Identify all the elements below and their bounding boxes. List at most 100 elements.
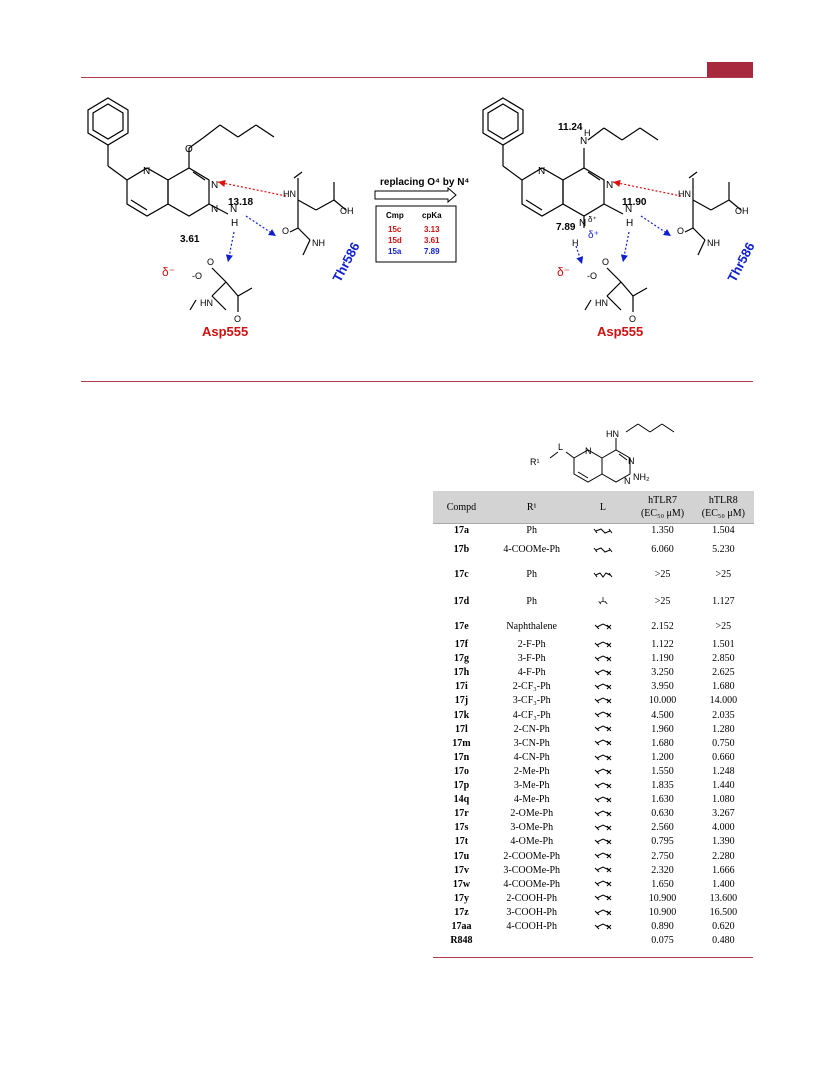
cell-htlr8: 2.625 bbox=[712, 667, 735, 679]
svg-text:13.18: 13.18 bbox=[228, 197, 253, 208]
cell-linker bbox=[574, 694, 633, 708]
cell-compd: 17g bbox=[453, 653, 469, 665]
svg-text:Cmp: Cmp bbox=[386, 211, 404, 220]
linker-icon bbox=[593, 893, 613, 904]
cell-compd: 17o bbox=[453, 765, 469, 777]
left-labels: O N N N N H 13.18 3.61 HN OH O NH O -O δ… bbox=[143, 144, 363, 339]
cell-linker bbox=[574, 638, 633, 652]
cell-linker bbox=[574, 709, 633, 723]
cell-htlr7: 10.900 bbox=[648, 892, 677, 904]
cell-compd: 17z bbox=[454, 906, 469, 918]
svg-text:H: H bbox=[572, 238, 579, 248]
svg-text:H: H bbox=[584, 128, 591, 138]
cell-htlr8: 1.390 bbox=[712, 836, 735, 848]
svg-text:H: H bbox=[626, 218, 633, 229]
cell-r1: 3-CF₃-Ph bbox=[512, 695, 551, 707]
cell-htlr7: 0.630 bbox=[651, 808, 674, 820]
cell-htlr8: >25 bbox=[715, 569, 732, 581]
cell-linker bbox=[574, 878, 633, 892]
cell-compd: 17l bbox=[455, 723, 468, 735]
cell-compd: 17i bbox=[455, 681, 468, 693]
cell-linker bbox=[574, 864, 633, 878]
cell-htlr7: 1.190 bbox=[651, 653, 674, 665]
svg-text:Asp555: Asp555 bbox=[202, 324, 248, 339]
svg-text:δ⁻: δ⁻ bbox=[557, 265, 570, 279]
cell-compd: 17y bbox=[453, 892, 469, 904]
cell-compd: 17aa bbox=[451, 920, 472, 932]
cell-linker bbox=[574, 793, 633, 807]
cell-compd: 17e bbox=[454, 621, 469, 633]
cell-r1: Ph bbox=[526, 596, 537, 608]
svg-text:O: O bbox=[629, 314, 636, 324]
cell-linker bbox=[574, 751, 633, 765]
cell-r1: Naphthalene bbox=[506, 621, 557, 633]
cell-r1 bbox=[490, 934, 574, 948]
cell-linker bbox=[574, 588, 633, 615]
svg-text:N: N bbox=[628, 456, 635, 466]
cell-htlr7: 1.200 bbox=[651, 751, 674, 763]
col-htlr8: hTLR8(EC₅₀ μM) bbox=[692, 491, 754, 524]
cell-htlr7: 0.075 bbox=[651, 935, 674, 947]
cell-r1: 2-F-Ph bbox=[517, 639, 546, 651]
top-rule bbox=[81, 77, 753, 78]
cell-htlr8: 16.500 bbox=[709, 906, 738, 918]
svg-text:Thr586: Thr586 bbox=[329, 240, 362, 285]
linker-icon bbox=[593, 752, 613, 763]
linker-icon bbox=[593, 808, 613, 819]
cell-htlr7: 1.550 bbox=[651, 765, 674, 777]
linker-icon bbox=[593, 780, 613, 791]
cell-htlr7: 3.950 bbox=[651, 681, 674, 693]
svg-text:R¹: R¹ bbox=[530, 457, 540, 467]
cell-htlr7: 1.650 bbox=[651, 878, 674, 890]
cell-htlr7: 2.320 bbox=[651, 864, 674, 876]
svg-text:NH: NH bbox=[707, 238, 720, 248]
cell-compd: 17c bbox=[454, 569, 469, 581]
svg-text:15c: 15c bbox=[388, 225, 402, 234]
cell-linker bbox=[574, 765, 633, 779]
svg-text:3.61: 3.61 bbox=[180, 234, 200, 245]
cell-htlr8: >25 bbox=[715, 621, 732, 633]
cell-compd: 17r bbox=[454, 808, 469, 820]
cell-htlr8: 0.750 bbox=[712, 737, 735, 749]
svg-text:N: N bbox=[211, 180, 218, 191]
svg-text:N: N bbox=[580, 136, 587, 147]
svg-text:3.13: 3.13 bbox=[424, 225, 440, 234]
left-hbonds bbox=[217, 179, 287, 263]
cell-htlr7: 3.250 bbox=[651, 667, 674, 679]
cell-r1: 3-OMe-Ph bbox=[510, 822, 554, 834]
cell-r1: 4-COOMe-Ph bbox=[503, 544, 561, 556]
table-bottom-rule bbox=[433, 957, 753, 958]
linker-icon bbox=[593, 921, 613, 932]
linker-icon bbox=[593, 766, 613, 777]
cell-compd: 17w bbox=[452, 878, 471, 890]
cell-r1: 3-CN-Ph bbox=[513, 737, 550, 749]
svg-text:N: N bbox=[538, 166, 545, 177]
svg-text:O: O bbox=[282, 226, 289, 236]
svg-text:HN: HN bbox=[283, 189, 296, 199]
cpka-inset: Cmp cpKa 15c 3.13 15d 3.61 15a 7.89 bbox=[375, 205, 457, 263]
cell-linker bbox=[574, 652, 633, 666]
svg-text:O: O bbox=[602, 257, 609, 267]
reaction-arrow: replacing O⁴ by N⁴ bbox=[374, 177, 469, 204]
cell-htlr8: 5.230 bbox=[712, 544, 735, 556]
cell-htlr8: 3.267 bbox=[712, 808, 735, 820]
cell-linker bbox=[574, 561, 633, 588]
cell-linker bbox=[574, 723, 633, 737]
linker-icon bbox=[593, 544, 613, 555]
svg-text:HN: HN bbox=[200, 298, 213, 308]
cell-linker bbox=[574, 920, 633, 934]
cell-htlr7: 10.900 bbox=[648, 906, 677, 918]
cell-htlr8: 1.440 bbox=[712, 780, 735, 792]
svg-text:HN: HN bbox=[595, 298, 608, 308]
cell-htlr7: 10.000 bbox=[648, 695, 677, 707]
linker-icon bbox=[593, 865, 613, 876]
cell-compd: R848 bbox=[450, 935, 473, 947]
svg-text:15a: 15a bbox=[388, 247, 402, 256]
svg-text:OH: OH bbox=[735, 206, 749, 216]
